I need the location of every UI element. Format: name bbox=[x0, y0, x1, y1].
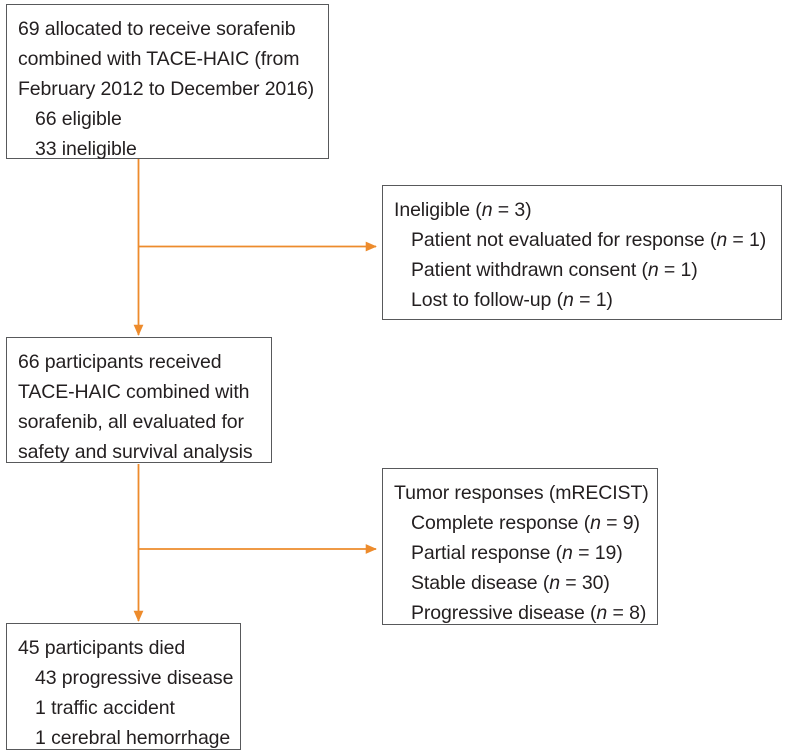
ineligible-line-3: Patient withdrawn consent (n = 1) bbox=[411, 259, 698, 281]
tumor-responses-box: Tumor responses (mRECIST) Complete respo… bbox=[382, 468, 658, 625]
responses-line-5: Progressive disease (n = 8) bbox=[411, 602, 647, 624]
ineligible-line-4: Lost to follow-up (n = 1) bbox=[411, 289, 613, 311]
died-line-1: 45 participants died bbox=[18, 637, 186, 659]
allocated-line-3: February 2012 to December 2016) bbox=[18, 78, 315, 100]
died-line-4: 1 cerebral hemorrhage bbox=[35, 727, 231, 749]
responses-line-3: Partial response (n = 19) bbox=[411, 542, 623, 564]
allocated-box: 69 allocated to receive sorafenib combin… bbox=[6, 4, 329, 160]
received-treatment-box: 66 participants received TACE-HAIC combi… bbox=[6, 337, 272, 463]
participants-died-box: 45 participants died 43 progressive dise… bbox=[6, 623, 241, 750]
received-line-4: safety and survival analysis bbox=[18, 441, 253, 463]
responses-line-4: Stable disease (n = 30) bbox=[411, 572, 610, 594]
ineligible-box: Ineligible (n = 3) Patient not evaluated… bbox=[382, 185, 782, 320]
allocated-line-4: 66 eligible bbox=[35, 108, 122, 130]
allocated-line-5: 33 ineligible bbox=[35, 138, 137, 160]
received-line-2: TACE-HAIC combined with bbox=[18, 381, 250, 403]
received-line-1: 66 participants received bbox=[18, 351, 222, 373]
responses-line-2: Complete response (n = 9) bbox=[411, 512, 640, 534]
responses-line-1: Tumor responses (mRECIST) bbox=[394, 482, 649, 504]
allocated-line-2: combined with TACE-HAIC (from bbox=[18, 48, 300, 70]
ineligible-line-2: Patient not evaluated for response (n = … bbox=[411, 229, 767, 251]
ineligible-line-1: Ineligible (n = 3) bbox=[394, 199, 532, 221]
received-line-3: sorafenib, all evaluated for bbox=[18, 411, 244, 433]
died-line-3: 1 traffic accident bbox=[35, 697, 175, 719]
allocated-line-1: 69 allocated to receive sorafenib bbox=[18, 18, 296, 40]
died-line-2: 43 progressive disease bbox=[35, 667, 234, 689]
